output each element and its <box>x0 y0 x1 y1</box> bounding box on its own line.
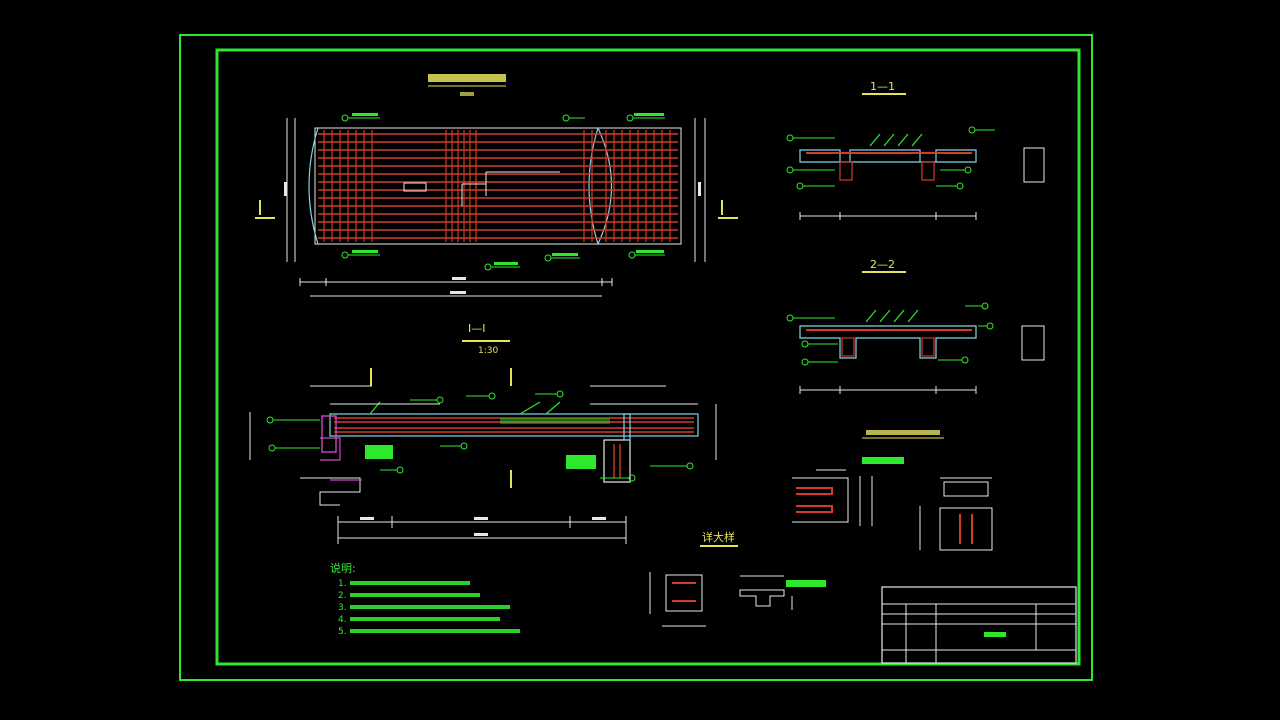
main-slab-rebar <box>334 417 694 433</box>
notes-block: 说明: 1. 2. 3. 4. 5. <box>330 561 520 637</box>
main-slab <box>329 413 699 437</box>
main-section-scale: 1:30 <box>478 346 498 356</box>
anchor-profile <box>792 477 849 523</box>
notes-text-lines <box>350 581 520 633</box>
plan-view <box>255 74 738 297</box>
main-left-footing <box>300 477 361 506</box>
anchor-red-hooks <box>796 487 833 513</box>
section-2-2-beam-right <box>921 337 935 357</box>
plan-leader-text <box>352 113 664 265</box>
plan-rebar-vertical-right <box>583 130 671 242</box>
plan-dim-text <box>284 182 701 294</box>
detail-2-profile <box>739 589 785 607</box>
section-1-1: 1—1 <box>786 80 1045 220</box>
plan-view-title <box>428 74 506 82</box>
plan-center-bar-marker <box>461 171 560 206</box>
detail-box-1 <box>665 574 703 612</box>
main-section: I—I 1:30 <box>249 322 717 544</box>
section-2-2-beam-left <box>841 337 855 357</box>
plan-rebar-vertical-left <box>323 130 373 242</box>
detail-2-dims <box>740 575 793 610</box>
anchor-detail-title <box>866 430 940 435</box>
plan-left-curve <box>308 127 319 245</box>
plan-center-tag <box>403 182 427 192</box>
anchor-green-tag <box>862 457 904 464</box>
plan-right-curve <box>588 127 613 246</box>
main-green-tag-left <box>365 445 393 459</box>
plan-slab-outline <box>314 127 682 245</box>
title-block-drawing-name-mark <box>984 632 1006 637</box>
notes-item-5: 5. <box>338 627 347 637</box>
anchor-plate <box>939 507 993 551</box>
section-1-1-title: 1—1 <box>870 80 895 93</box>
main-green-tag-right <box>566 455 596 469</box>
section-2-2-leaders <box>786 302 994 366</box>
main-dimensions <box>249 385 717 544</box>
detail-title: 详大样 <box>702 530 735 544</box>
anchor-detail <box>792 430 993 551</box>
detail-box-1-dims <box>649 572 706 627</box>
plan-view-scale <box>460 92 474 96</box>
section-1-1-beam-right <box>921 161 935 181</box>
section-1-1-beam-left <box>839 161 853 181</box>
main-right-support <box>603 439 631 483</box>
main-left-support <box>321 415 337 453</box>
outer-sheet-border <box>179 34 1093 681</box>
section-cut-icon <box>255 200 738 219</box>
section-2-2-dims <box>799 325 1045 394</box>
notes-item-2: 2. <box>338 591 347 601</box>
section-1-1-dims <box>799 147 1045 220</box>
plan-leaders <box>341 114 665 271</box>
detail-block: 详大样 <box>649 530 826 627</box>
plan-dimensions <box>286 118 706 297</box>
anchor-top-block <box>943 481 989 497</box>
title-block-frame <box>881 586 1077 664</box>
notes-item-4: 4. <box>338 615 347 625</box>
section-2-2-profile <box>799 325 977 359</box>
anchor-dims <box>816 469 873 526</box>
section-1-1-stirrups <box>869 133 923 147</box>
notes-heading: 说明: <box>330 561 356 575</box>
section-1-1-leaders <box>786 126 995 190</box>
notes-item-1: 1. <box>338 579 347 589</box>
right-letterbox <box>1148 0 1280 720</box>
section-2-2: 2—2 <box>786 258 1045 394</box>
notes-item-3: 3. <box>338 603 347 613</box>
inner-drawing-border <box>215 48 1081 666</box>
detail-2-green-tag <box>786 580 826 587</box>
main-right-post <box>623 413 631 441</box>
main-green-tag-slab <box>500 418 610 424</box>
section-2-2-stirrups <box>865 309 919 323</box>
section-2-2-title: 2—2 <box>870 258 895 271</box>
main-left-magenta <box>320 437 362 481</box>
plan-rebar-horizontal <box>318 133 678 239</box>
title-block <box>881 586 1077 664</box>
section-1-1-profile <box>799 149 977 163</box>
main-dim-text <box>360 517 606 536</box>
anchor-plate-dims <box>919 477 992 550</box>
left-letterbox <box>0 0 132 720</box>
plan-rebar-vertical-mid <box>445 130 477 242</box>
main-leaders <box>266 390 694 482</box>
main-section-title: I—I <box>468 322 486 335</box>
